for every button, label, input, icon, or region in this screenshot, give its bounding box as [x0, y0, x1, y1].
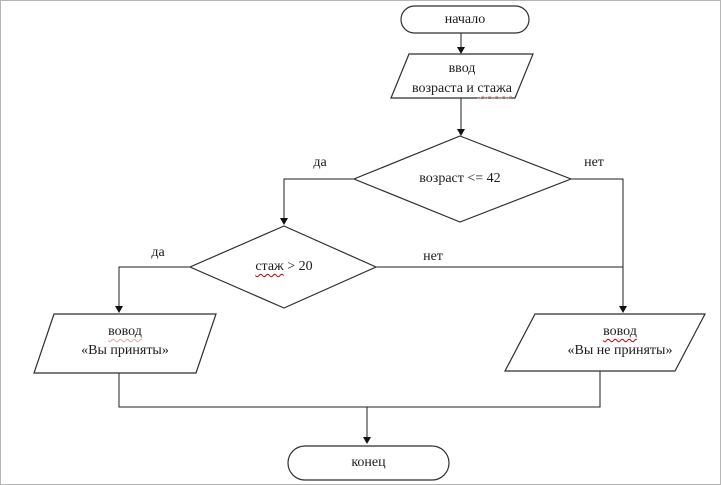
- edge-label-age-yes: да: [313, 155, 327, 170]
- misspelled-word: стаж: [255, 259, 284, 274]
- edge-label-age-no: нет: [584, 155, 604, 170]
- decision-experience-diamond-shape: [188, 225, 378, 309]
- arrowhead-into-end: [363, 437, 371, 444]
- input-label-line1: ввод: [448, 61, 476, 76]
- arrowhead-into-input: [457, 47, 465, 54]
- arrowhead-into-decision-age: [457, 129, 465, 136]
- output-rejected-line2: «Вы не приняты»: [567, 343, 673, 358]
- connector-experience-yes: [118, 266, 190, 306]
- arrowhead-into-decision-experience: [280, 218, 288, 225]
- output-accepted-label: вовод «Вы приняты»: [45, 322, 205, 360]
- misspelled-word: вовод: [108, 324, 142, 339]
- misspelled-word: вовод: [603, 324, 637, 339]
- edge-label-experience-yes: да: [151, 245, 165, 260]
- decision-age-label: возраст <= 42: [419, 171, 501, 186]
- end-label: конец: [351, 455, 386, 470]
- output-accepted-parallelogram-shape: [33, 313, 217, 374]
- edge-label-experience-no: нет: [423, 249, 443, 264]
- input-label-line2: возраста и стажа: [411, 81, 513, 96]
- arrowhead-into-output-accepted: [115, 306, 123, 313]
- input-parallelogram-shape: [390, 53, 534, 99]
- start-label: начало: [444, 12, 486, 27]
- decision-experience-label: стаж > 20: [255, 259, 313, 274]
- misspelled-word: стажа: [477, 81, 513, 96]
- output-rejected-label: вовод «Вы не приняты»: [540, 322, 700, 360]
- input-label: ввод возраста и стажа: [391, 59, 533, 99]
- arrowhead-into-output-rejected: [619, 306, 627, 313]
- connector-age-no: [571, 178, 624, 306]
- output-rejected-parallelogram-shape: [504, 313, 706, 372]
- connector-outputs-merge: [118, 371, 601, 408]
- start-terminator-shape: [400, 5, 530, 34]
- connector-age-yes: [283, 178, 354, 218]
- decision-age-diamond-shape: [352, 135, 573, 223]
- end-terminator-shape: [287, 445, 450, 481]
- output-accepted-line2: «Вы приняты»: [81, 343, 169, 358]
